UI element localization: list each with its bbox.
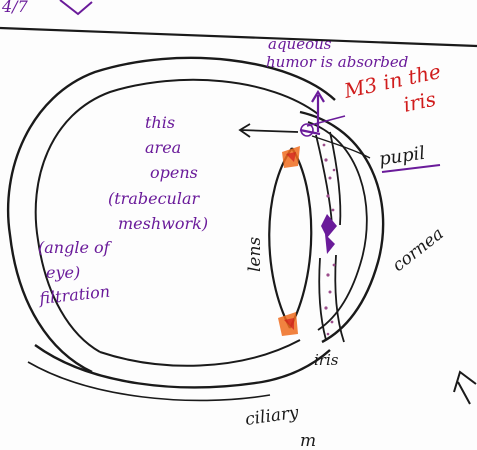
header-rule — [0, 28, 477, 46]
sclera-lower-inner — [100, 340, 300, 366]
label-area-1: this — [145, 113, 175, 132]
label-area-4: (trabecular — [108, 189, 200, 208]
label-lens: lens — [245, 237, 265, 272]
label-aqueous-1: aqueous — [268, 35, 332, 53]
iris-lower-right — [335, 255, 344, 342]
corner-scribble — [454, 372, 476, 404]
label-area-6: (angle of — [38, 238, 113, 257]
top-scribble: 4/7 — [1, 0, 29, 16]
area-pointer — [240, 130, 298, 132]
m3-pointer — [307, 116, 345, 126]
sclera-lower-edge — [28, 362, 270, 400]
ciliary-body-lower — [278, 312, 298, 336]
lens-left-edge — [269, 148, 292, 328]
label-pupil: pupil — [378, 143, 427, 170]
lens-right-edge — [290, 148, 311, 328]
label-area-2: area — [145, 138, 181, 157]
top-scribble-mark — [60, 0, 92, 14]
label-ciliary-1: ciliary — [244, 403, 300, 430]
iris-upper-left — [316, 135, 332, 225]
pupil-arrowhead-down — [325, 234, 335, 254]
label-iris: iris — [314, 351, 339, 369]
label-area-7: eye) — [46, 263, 80, 282]
label-cornea: cornea — [389, 224, 448, 276]
ciliary-body-upper — [282, 146, 300, 168]
label-aqueous-2: humor is absorbed — [266, 53, 408, 71]
label-area-5: meshwork) — [118, 214, 208, 233]
label-m3-2: iris — [401, 87, 438, 117]
label-ciliary-2: m — [300, 431, 316, 450]
label-area-3: opens — [150, 163, 198, 182]
pupil-arrowhead-up — [321, 214, 337, 238]
